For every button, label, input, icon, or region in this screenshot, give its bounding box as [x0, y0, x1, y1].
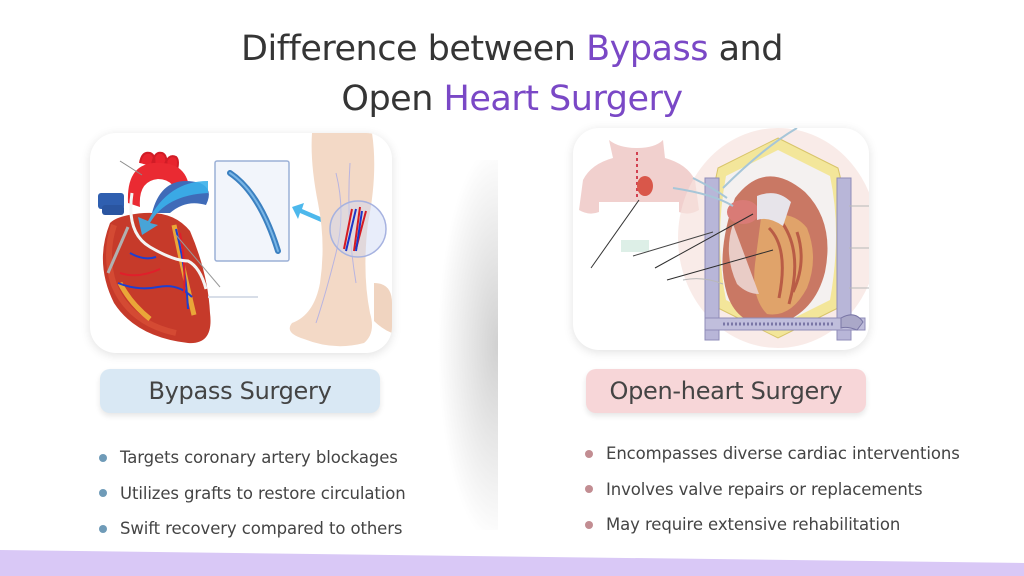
list-item: Involves valve repairs or replacements [585, 472, 960, 508]
slide-title: Difference between Bypass and Open Heart… [0, 24, 1024, 124]
bypass-illustration-card [90, 133, 392, 353]
title-line-2: Open Heart Surgery [341, 79, 684, 119]
title-accent-bypass: Bypass [586, 29, 708, 69]
list-item: May require extensive rehabilitation [585, 507, 960, 543]
open-heart-bullet-list: Encompasses diverse cardiac intervention… [585, 436, 960, 543]
bullet-dot-icon [99, 489, 107, 498]
open-heart-illustration-card [573, 128, 869, 350]
title-accent-heart-surgery: Heart Surgery [443, 79, 684, 119]
bypass-bullet-list: Targets coronary artery blockages Utiliz… [99, 440, 406, 547]
list-item: Encompasses diverse cardiac intervention… [585, 436, 960, 472]
bullet-dot-icon [585, 485, 593, 494]
bullet-dot-icon [585, 520, 593, 529]
open-heart-surgery-illustration [579, 128, 869, 348]
open-heart-surgery-label: Open-heart Surgery [586, 369, 866, 413]
decorative-shadow [400, 160, 498, 530]
list-item: Targets coronary artery blockages [99, 440, 406, 476]
bypass-surgery-label: Bypass Surgery [100, 369, 380, 413]
bottom-decorative-band [0, 550, 1024, 576]
bullet-dot-icon [99, 524, 107, 533]
title-line-1: Difference between Bypass and [241, 29, 783, 69]
list-item: Utilizes grafts to restore circulation [99, 476, 406, 512]
bullet-dot-icon [99, 453, 107, 462]
bullet-dot-icon [585, 449, 593, 458]
list-item: Swift recovery compared to others [99, 511, 406, 547]
bypass-heart-leg-illustration [98, 133, 392, 347]
